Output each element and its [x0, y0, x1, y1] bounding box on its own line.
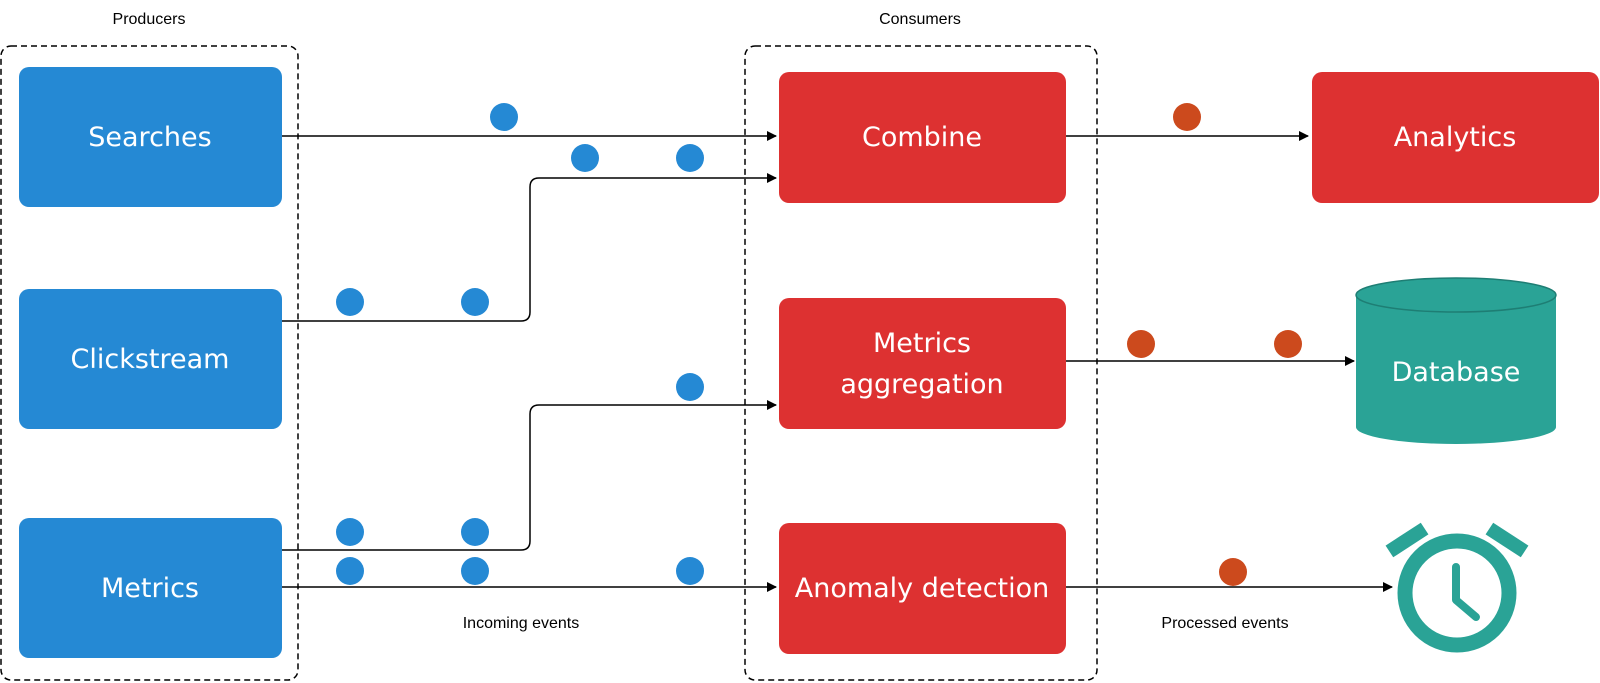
database-label: Database — [1392, 357, 1521, 388]
consumers-label: Consumers — [879, 11, 961, 28]
processed-events-label: Processed events — [1161, 615, 1288, 632]
consumers-group — [744, 45, 1098, 681]
clickstream-to-combine-arrow — [282, 173, 777, 322]
producers-group — [0, 45, 299, 681]
event-dot — [336, 518, 364, 546]
analytics-label: Analytics — [1394, 122, 1517, 153]
consumer-label: Combine — [862, 122, 982, 153]
event-dot — [676, 557, 704, 585]
consumer-label-line1: Metrics — [873, 328, 971, 359]
event-dot — [336, 288, 364, 316]
producer-label: Metrics — [101, 573, 199, 604]
processed-dot — [1127, 330, 1155, 358]
producer-clickstream: Clickstream — [19, 289, 282, 429]
event-dot — [676, 144, 704, 172]
processed-events — [1127, 103, 1302, 586]
producers-label: Producers — [113, 11, 186, 28]
processed-dot — [1219, 558, 1247, 586]
consumer-combine: Combine — [779, 72, 1066, 203]
processed-dot — [1274, 330, 1302, 358]
producer-label: Searches — [88, 122, 211, 153]
connectors — [282, 131, 1393, 592]
database-cylinder: Database — [1355, 277, 1557, 444]
consumer-label-line2: aggregation — [840, 369, 1003, 400]
processed-dot — [1173, 103, 1201, 131]
event-dot — [490, 103, 518, 131]
metrics-to-aggregation-arrow — [282, 400, 777, 551]
producer-label: Clickstream — [71, 344, 230, 375]
event-dot — [461, 518, 489, 546]
incoming-events — [336, 103, 704, 585]
consumer-label: Anomaly detection — [795, 573, 1050, 604]
analytics-box: Analytics — [1312, 72, 1599, 203]
incoming-events-label: Incoming events — [463, 615, 580, 632]
producer-searches: Searches — [19, 67, 282, 207]
consumer-anomaly-detection: Anomaly detection — [779, 523, 1066, 654]
consumer-metrics-aggregation: Metrics aggregation — [779, 298, 1066, 429]
event-dot — [461, 288, 489, 316]
event-dot — [571, 144, 599, 172]
event-dot — [461, 557, 489, 585]
event-dot — [336, 557, 364, 585]
event-dot — [676, 373, 704, 401]
alarm-clock-icon — [1385, 522, 1529, 653]
producer-metrics: Metrics — [19, 518, 282, 658]
